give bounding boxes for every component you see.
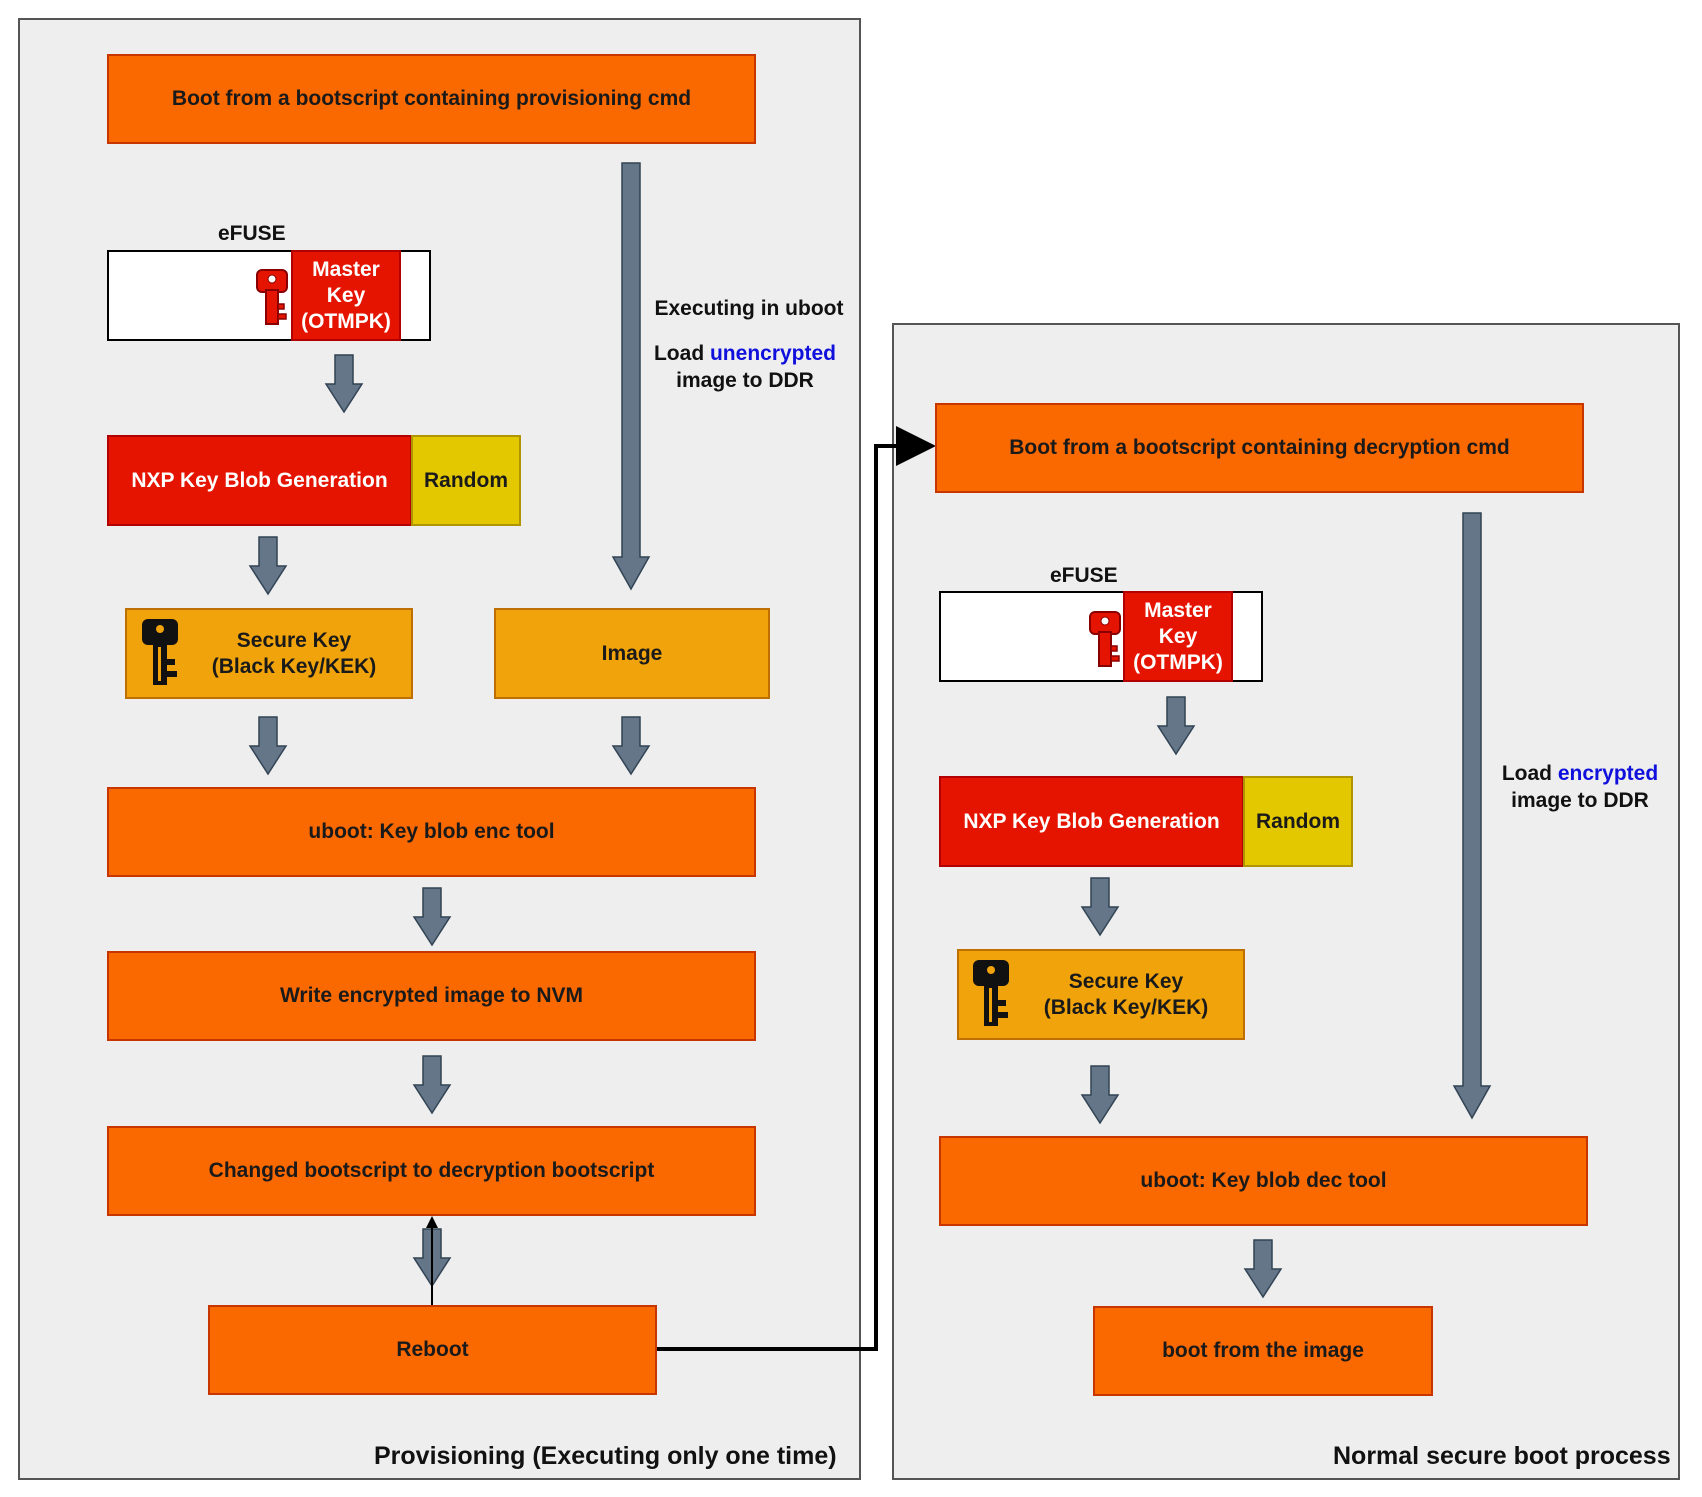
random-box-right: Random [1243, 776, 1353, 867]
nxp-blob-box-left: NXP Key Blob Generation [107, 435, 412, 526]
boot-provisioning-box: Boot from a bootscript containing provis… [107, 54, 756, 144]
reboot-to-decryption-connector [655, 426, 936, 1351]
down-arrow-icon [248, 536, 288, 596]
nxp-blob-box-right: NXP Key Blob Generation [939, 776, 1244, 867]
nxp-blob-text-right: NXP Key Blob Generation [963, 809, 1220, 833]
load-encrypted-label: Load encrypted image to DDR [1475, 760, 1685, 814]
image-box: Image [494, 608, 770, 699]
provisioning-title: Provisioning (Executing only one time) [374, 1442, 837, 1470]
reboot-up-marker [426, 1216, 438, 1228]
changed-bootscript-text: Changed bootscript to decryption bootscr… [208, 1159, 655, 1182]
red-key-icon [1089, 611, 1121, 667]
down-arrow-icon [1080, 1065, 1120, 1125]
down-arrow-icon [1156, 696, 1196, 756]
down-arrow-icon [1080, 877, 1120, 937]
boot-decryption-text: Boot from a bootscript containing decryp… [1009, 436, 1510, 459]
random-text-left: Random [424, 468, 508, 492]
reboot-text: Reboot [396, 1338, 469, 1361]
load-prefix-left: Load [653, 342, 710, 365]
efuse-label-left: eFUSE [218, 222, 286, 245]
executing-label: Executing in uboot [654, 297, 844, 320]
down-arrow-icon [611, 162, 651, 591]
random-text-right: Random [1256, 809, 1340, 833]
secure-key-line2-right: (Black Key/KEK) [1043, 995, 1209, 1019]
black-key-icon [973, 960, 1009, 1026]
enc-tool-text: uboot: Key blob enc tool [308, 820, 555, 843]
boot-decryption-box: Boot from a bootscript containing decryp… [935, 403, 1584, 493]
red-key-icon [256, 269, 288, 325]
secure-key-line2-left: (Black Key/KEK) [211, 654, 377, 678]
boot-provisioning-text: Boot from a bootscript containing provis… [171, 87, 692, 110]
down-arrow-icon [1452, 512, 1492, 1120]
master-key-box-right: Master Key (OTMPK) [1123, 591, 1233, 682]
secure-key-text-right: Secure Key (Black Key/KEK) [1044, 969, 1209, 1021]
random-box-left: Random [411, 435, 521, 526]
efuse-label-right: eFUSE [1050, 564, 1118, 587]
boot-image-text: boot from the image [1162, 1339, 1364, 1362]
dec-tool-box: uboot: Key blob dec tool [939, 1136, 1588, 1226]
load-suffix-left: image to DDR [676, 369, 814, 392]
load-suffix-right: image to DDR [1511, 789, 1649, 812]
unencrypted-highlight: unencrypted [709, 342, 837, 365]
down-arrow-icon [1243, 1239, 1283, 1299]
boot-image-box: boot from the image [1093, 1306, 1433, 1396]
nxp-blob-text-left: NXP Key Blob Generation [131, 468, 388, 492]
write-nvm-box: Write encrypted image to NVM [107, 951, 756, 1041]
down-arrow-icon [248, 716, 288, 776]
load-unencrypted-label: Load unencrypted image to DDR [632, 340, 858, 394]
black-key-icon [142, 619, 178, 685]
down-arrow-icon [412, 1055, 452, 1115]
secure-key-line1-left: Secure Key [236, 628, 352, 652]
image-text: Image [601, 641, 663, 665]
down-arrow-icon [611, 716, 651, 776]
normal-boot-panel [892, 323, 1680, 1480]
master-key-box-left: Master Key (OTMPK) [291, 250, 401, 341]
enc-tool-box: uboot: Key blob enc tool [107, 787, 756, 877]
secure-key-text-left: Secure Key (Black Key/KEK) [212, 628, 377, 680]
reboot-box: Reboot [208, 1305, 657, 1395]
changed-bootscript-box: Changed bootscript to decryption bootscr… [107, 1126, 756, 1216]
encrypted-highlight: encrypted [1557, 762, 1659, 785]
master-key-text-left: Master Key (OTMPK) [301, 257, 391, 333]
dec-tool-text: uboot: Key blob dec tool [1140, 1169, 1387, 1192]
down-arrow-icon [412, 887, 452, 947]
secure-key-line1-right: Secure Key [1068, 969, 1184, 993]
normal-title: Normal secure boot process [1333, 1442, 1671, 1470]
down-arrow-icon [324, 354, 364, 414]
write-nvm-text: Write encrypted image to NVM [279, 984, 583, 1007]
load-prefix-right: Load [1501, 762, 1558, 785]
master-key-text-right: Master Key (OTMPK) [1133, 598, 1223, 674]
